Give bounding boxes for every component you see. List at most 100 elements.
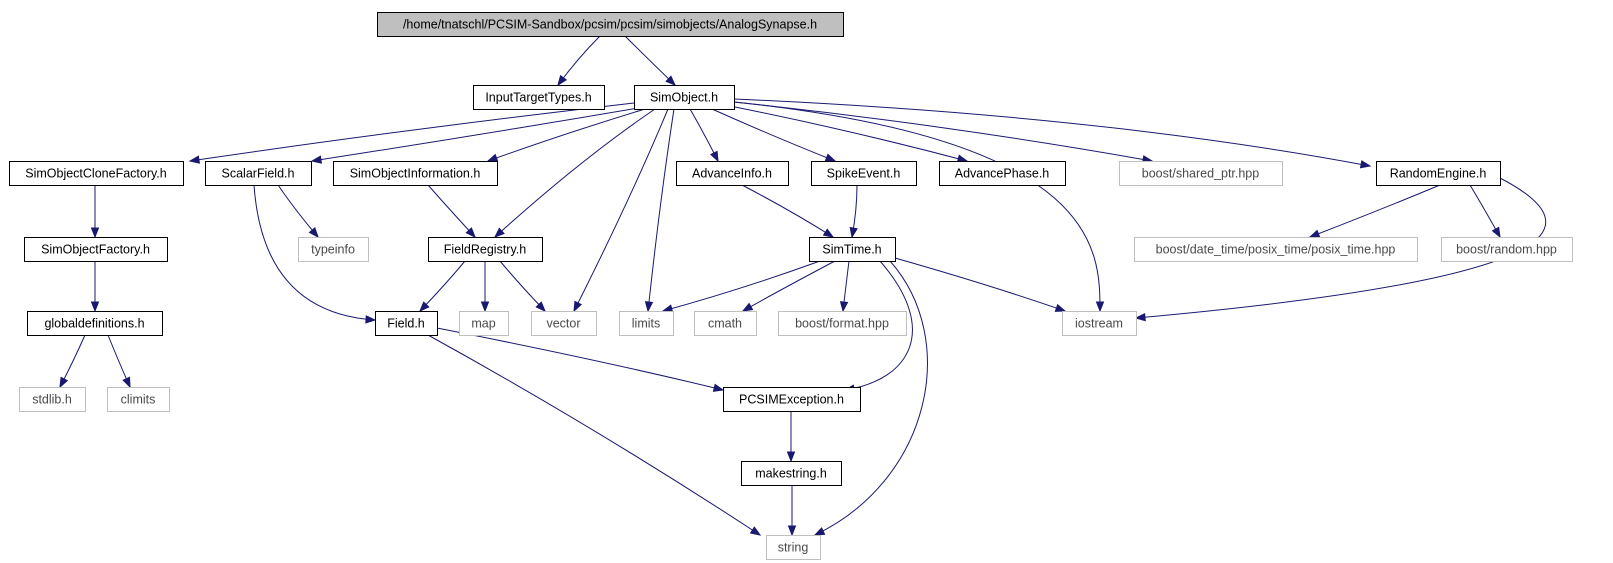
node-label: boost/shared_ptr.hpp [1142, 167, 1259, 181]
node-spikeevent[interactable]: SpikeEvent.h [811, 161, 917, 186]
edge-line [253, 184, 376, 321]
node-label: vector [546, 317, 580, 331]
node-simobjectclonefactory[interactable]: SimObjectCloneFactory.h [9, 161, 184, 186]
node-box [205, 161, 312, 186]
node-cmath[interactable]: cmath [694, 311, 757, 336]
node-pcsimexception[interactable]: PCSIMException.h [723, 387, 861, 412]
node-label: boost/format.hpp [795, 317, 889, 331]
edge-randomengine-to-posix_time [1308, 184, 1441, 238]
node-label: stdlib.h [32, 393, 72, 407]
edge-arrowhead [188, 155, 201, 164]
edge-arrowhead [1308, 229, 1321, 238]
node-advanceinfo[interactable]: AdvanceInfo.h [676, 161, 789, 186]
node-label: PCSIMException.h [739, 393, 844, 407]
node-label: InputTargetTypes.h [485, 91, 591, 105]
node-map[interactable]: map [459, 311, 509, 336]
node-stdlib[interactable]: stdlib.h [19, 387, 86, 412]
edge-line [894, 257, 1066, 312]
edge-arrowhead [419, 301, 430, 312]
edge-simtime-to-limits [661, 260, 821, 313]
node-box [9, 161, 184, 186]
edge-makestring-to-string [787, 484, 797, 537]
node-label: cmath [708, 317, 742, 331]
node-label: boost/date_time/posix_time/posix_time.hp… [1156, 243, 1396, 257]
node-simobjectfactory[interactable]: SimObjectFactory.h [24, 237, 168, 262]
node-label: SimObjectInformation.h [350, 167, 481, 181]
node-advancephase[interactable]: AdvancePhase.h [939, 161, 1066, 186]
node-simobject[interactable]: SimObject.h [634, 85, 735, 110]
node-boostrandom[interactable]: boost/random.hpp [1441, 237, 1573, 262]
edge-simtime-to-cmath [741, 260, 836, 312]
edge-spikeevent-to-simtime [849, 184, 858, 239]
node-label: globaldefinitions.h [44, 317, 144, 331]
edge-arrowhead [573, 300, 583, 313]
edge-fieldregistry-to-vector [499, 260, 546, 312]
node-scalarfield[interactable]: ScalarField.h [205, 161, 312, 186]
node-simtime[interactable]: SimTime.h [809, 237, 896, 262]
node-climits[interactable]: climits [107, 387, 170, 412]
edge-arrowhead [59, 376, 69, 389]
edge-arrowhead [749, 526, 762, 536]
edge-line [427, 334, 761, 536]
edge-arrowhead [813, 527, 826, 536]
nodes-layer: /home/tnatschl/PCSIM-Sandbox/pcsim/pcsim… [9, 12, 1573, 560]
edge-simobject-to-simobjectclonefactory [188, 102, 635, 164]
node-box [634, 85, 735, 110]
node-limits[interactable]: limits [619, 311, 674, 336]
edge-line [741, 184, 834, 238]
edges-layer [59, 35, 1547, 537]
edge-simobject-to-spikeevent [711, 108, 837, 162]
edge-arrowhead [824, 153, 837, 162]
edge-arrowhead [365, 315, 377, 324]
node-box [766, 535, 821, 560]
edge-arrowhead [90, 227, 100, 239]
edge-line [662, 260, 821, 312]
node-makestring[interactable]: makestring.h [741, 461, 842, 486]
edge-arrowhead [535, 301, 546, 312]
node-box [107, 387, 170, 412]
edge-arrowhead [822, 228, 835, 238]
edge-arrowhead [665, 75, 676, 86]
edge-arrowhead [1134, 312, 1146, 322]
edge-simobject-to-fieldregistry [493, 108, 656, 238]
node-string[interactable]: string [766, 535, 821, 560]
node-box [377, 12, 844, 37]
node-globaldefinitions[interactable]: globaldefinitions.h [27, 311, 163, 336]
edge-line [494, 108, 656, 238]
edge-line [844, 260, 913, 391]
node-iostream[interactable]: iostream [1062, 311, 1137, 336]
node-randomengine[interactable]: RandomEngine.h [1376, 161, 1501, 186]
edge-arrowhead [712, 383, 725, 392]
node-posix_time[interactable]: boost/date_time/posix_time/posix_time.hp… [1134, 237, 1418, 262]
edge-arrowhead [557, 74, 568, 87]
node-simobjectinformation[interactable]: SimObjectInformation.h [333, 161, 498, 186]
edge-arrowhead [90, 301, 100, 313]
edge-line [1309, 184, 1441, 238]
node-boostformat[interactable]: boost/format.hpp [778, 311, 907, 336]
edge-simobject-to-vector [573, 108, 669, 313]
edge-simtime-to-string [813, 260, 928, 536]
node-box [1376, 161, 1501, 186]
node-box [473, 85, 605, 110]
node-label: climits [121, 393, 156, 407]
node-fieldregistry[interactable]: FieldRegistry.h [428, 237, 543, 262]
node-typeinfo[interactable]: typeinfo [298, 237, 369, 262]
node-root[interactable]: /home/tnatschl/PCSIM-Sandbox/pcsim/pcsim… [377, 12, 844, 37]
node-label: SpikeEvent.h [827, 167, 901, 181]
node-shared_ptr[interactable]: boost/shared_ptr.hpp [1119, 161, 1283, 186]
edge-fieldregistry-to-map [480, 261, 490, 313]
edge-scalarfield-to-field [253, 184, 377, 324]
edge-simobject-to-advanceinfo [689, 108, 719, 163]
edge-line [624, 35, 676, 86]
node-vector[interactable]: vector [531, 311, 597, 336]
edge-simobject-to-iostream [733, 101, 1105, 313]
node-box [531, 311, 597, 336]
edge-arrowhead [486, 153, 499, 162]
node-field[interactable]: Field.h [375, 311, 438, 336]
edge-simobject-to-simobjectinformation [486, 108, 646, 162]
edge-simobject-to-limits [644, 108, 675, 313]
node-inputtargettypes[interactable]: InputTargetTypes.h [473, 85, 605, 110]
node-label: ScalarField.h [222, 167, 295, 181]
edge-simobjectinformation-to-fieldregistry [427, 184, 476, 239]
edge-line [742, 260, 836, 312]
